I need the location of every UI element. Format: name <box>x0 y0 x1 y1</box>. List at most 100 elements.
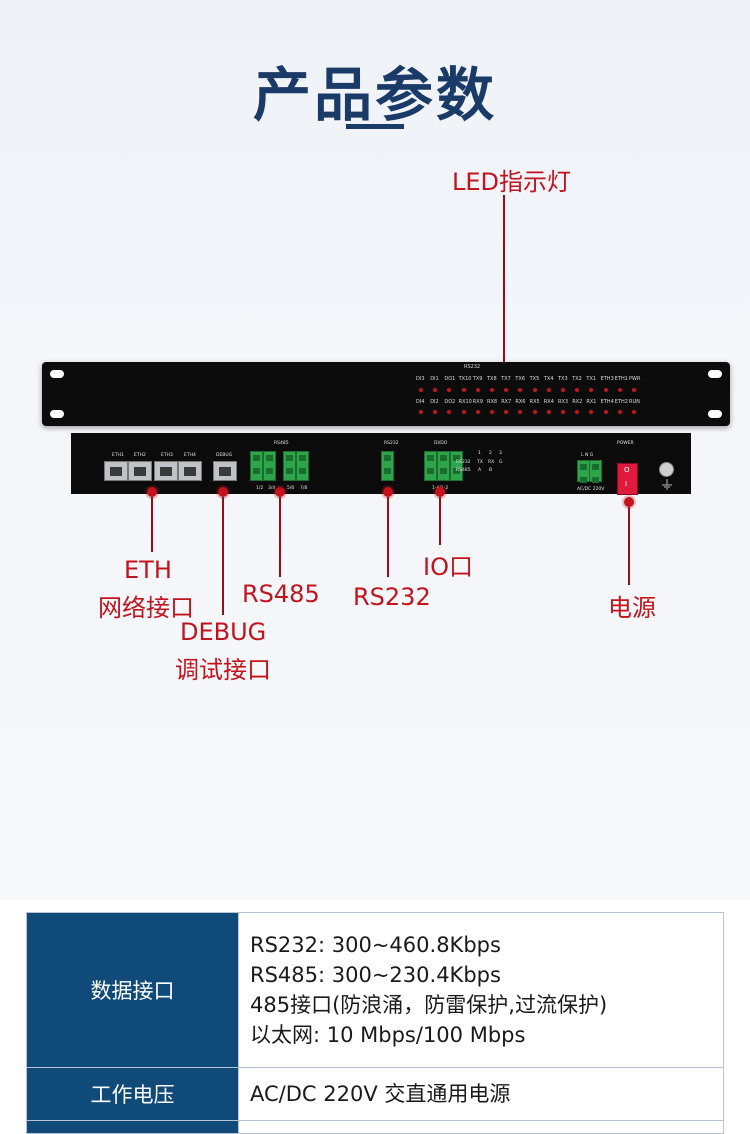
callout-eth-dot <box>147 487 157 497</box>
spec-value: RS232: 300~460.8Kbps RS485: 300~230.4Kbp… <box>238 912 724 1068</box>
rs485-port-label: 5/6 <box>287 486 295 491</box>
led-indicator <box>546 388 551 392</box>
eth-port[interactable] <box>128 461 152 481</box>
rs485-port-label: 7/8 <box>300 486 308 491</box>
led-indicator <box>461 388 466 392</box>
led-indicator <box>561 410 565 414</box>
spec-label: 工作电压 <box>26 1067 239 1121</box>
led-label: TX10 <box>458 376 472 382</box>
led-label: DO1 <box>444 376 456 382</box>
callout-rs485: RS485 <box>242 580 320 608</box>
rs485-port-label: 3/4 <box>268 486 276 491</box>
eth-port[interactable] <box>154 461 178 481</box>
rear-panel: ETH1 ETH2 ETH3 ETH4 DEBUG RS485 1/2 3/4 … <box>71 433 691 494</box>
callout-eth: ETH <box>124 556 172 584</box>
rs485-terminal[interactable] <box>283 451 296 481</box>
pin-map-head: 2 <box>489 451 492 456</box>
led-indicator <box>504 410 509 414</box>
led-label: TX7 <box>501 376 511 382</box>
led-indicator <box>433 410 438 414</box>
pin-map-cell: G <box>499 460 503 465</box>
rs485-terminal[interactable] <box>296 451 309 481</box>
led-indicator <box>575 388 580 392</box>
led-indicator <box>532 410 537 414</box>
callout-power: 电源 <box>608 594 656 622</box>
callout-eth-sub: 网络接口 <box>98 594 194 622</box>
power-switch[interactable]: O I <box>617 463 638 495</box>
callout-debug: DEBUG <box>180 618 267 646</box>
led-indicator <box>561 388 565 392</box>
table-row <box>26 1120 724 1134</box>
led-indicator <box>419 410 423 414</box>
dido-terminal[interactable] <box>424 451 437 481</box>
spec-line: 以太网: 10 Mbps/100 Mbps <box>250 1023 526 1047</box>
led-indicator <box>461 410 466 414</box>
led-indicator <box>490 410 494 414</box>
led-label: ETH4 <box>600 399 614 405</box>
rs232-label: RS232 <box>384 441 399 446</box>
eth4-label: ETH4 <box>184 453 196 458</box>
led-label: RX3 <box>558 399 569 405</box>
led-indicator <box>589 410 594 414</box>
callout-rs232: RS232 <box>353 583 431 611</box>
power-terminal[interactable] <box>589 460 602 483</box>
table-row: 数据接口 RS232: 300~460.8Kbps RS485: 300~230… <box>26 912 724 1068</box>
led-label: DI2 <box>430 399 439 405</box>
rs485-terminal[interactable] <box>250 451 263 481</box>
power-label: POWER <box>617 441 634 446</box>
eth-port[interactable] <box>104 461 128 481</box>
rack-ear-hole <box>50 410 64 418</box>
pin-map-head: 3 <box>499 451 502 456</box>
led-indicator <box>490 388 494 392</box>
led-indicator <box>447 410 452 414</box>
eth2-label: ETH2 <box>134 453 146 458</box>
led-label: RX6 <box>515 399 526 405</box>
callout-led: LED指示灯 <box>452 168 572 196</box>
callout-power-line <box>628 507 630 585</box>
spec-value: AC/DC 220V 交直通用电源 <box>238 1067 724 1121</box>
spec-line: RS232: 300~460.8Kbps <box>250 933 501 957</box>
eth1-label: ETH1 <box>112 453 124 458</box>
pin-map-cell: A <box>478 468 482 473</box>
acdc-label: AC/DC 220V <box>577 487 605 492</box>
led-label: TX6 <box>515 376 526 382</box>
callout-rs232-line <box>387 497 389 577</box>
switch-on-mark: I <box>625 480 628 488</box>
led-label: DI1 <box>430 376 439 382</box>
led-label: RX7 <box>501 399 512 405</box>
callout-debug-sub: 调试接口 <box>175 656 271 684</box>
rs485-label: RS485 <box>274 441 289 446</box>
led-label: TX2 <box>572 376 582 382</box>
led-label: RX1 <box>586 399 597 405</box>
led-label: TX3 <box>558 376 568 382</box>
eth-port[interactable] <box>178 461 202 481</box>
led-label: TX8 <box>487 376 497 382</box>
led-label: TX4 <box>543 376 554 382</box>
led-label: ETH2 <box>614 399 628 405</box>
led-label: RX10 <box>458 399 472 405</box>
led-indicator <box>632 410 636 414</box>
spec-table: 数据接口 RS232: 300~460.8Kbps RS485: 300~230… <box>26 912 724 1134</box>
pin-map-head: 1 <box>478 451 481 456</box>
rs485-port-label: 1/2 <box>256 486 264 491</box>
dido-terminal[interactable] <box>450 451 463 481</box>
ground-screw <box>659 462 674 477</box>
callout-rs485-line <box>279 497 281 577</box>
debug-port[interactable] <box>213 461 237 481</box>
dido-terminal[interactable] <box>437 451 450 481</box>
pin-map-cell: RX <box>488 460 495 465</box>
title-underline <box>346 124 404 129</box>
rs232-terminal[interactable] <box>381 451 394 481</box>
led-indicator <box>447 388 452 392</box>
led-indicator <box>419 388 423 392</box>
led-indicator <box>589 388 594 392</box>
led-indicator <box>603 410 608 414</box>
table-row: 工作电压 AC/DC 220V 交直通用电源 <box>26 1067 724 1121</box>
spec-line: AC/DC 220V 交直通用电源 <box>250 1082 511 1106</box>
led-label: RX5 <box>529 399 540 405</box>
pin-map-cell: RS232 <box>456 460 471 465</box>
callout-led-line <box>503 195 505 365</box>
led-label: PWR <box>629 376 641 382</box>
callout-eth-line <box>151 497 153 552</box>
rs485-terminal[interactable] <box>263 451 276 481</box>
